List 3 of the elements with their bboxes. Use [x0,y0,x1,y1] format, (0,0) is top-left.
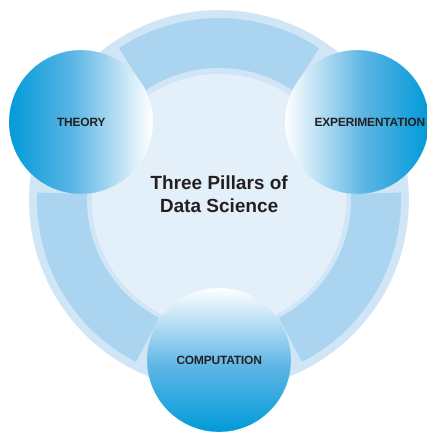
pillar-label: THEORY [56,115,106,129]
pillar-label: COMPUTATION [176,353,262,367]
diagram-title: Three Pillars of Data Science [149,172,289,218]
